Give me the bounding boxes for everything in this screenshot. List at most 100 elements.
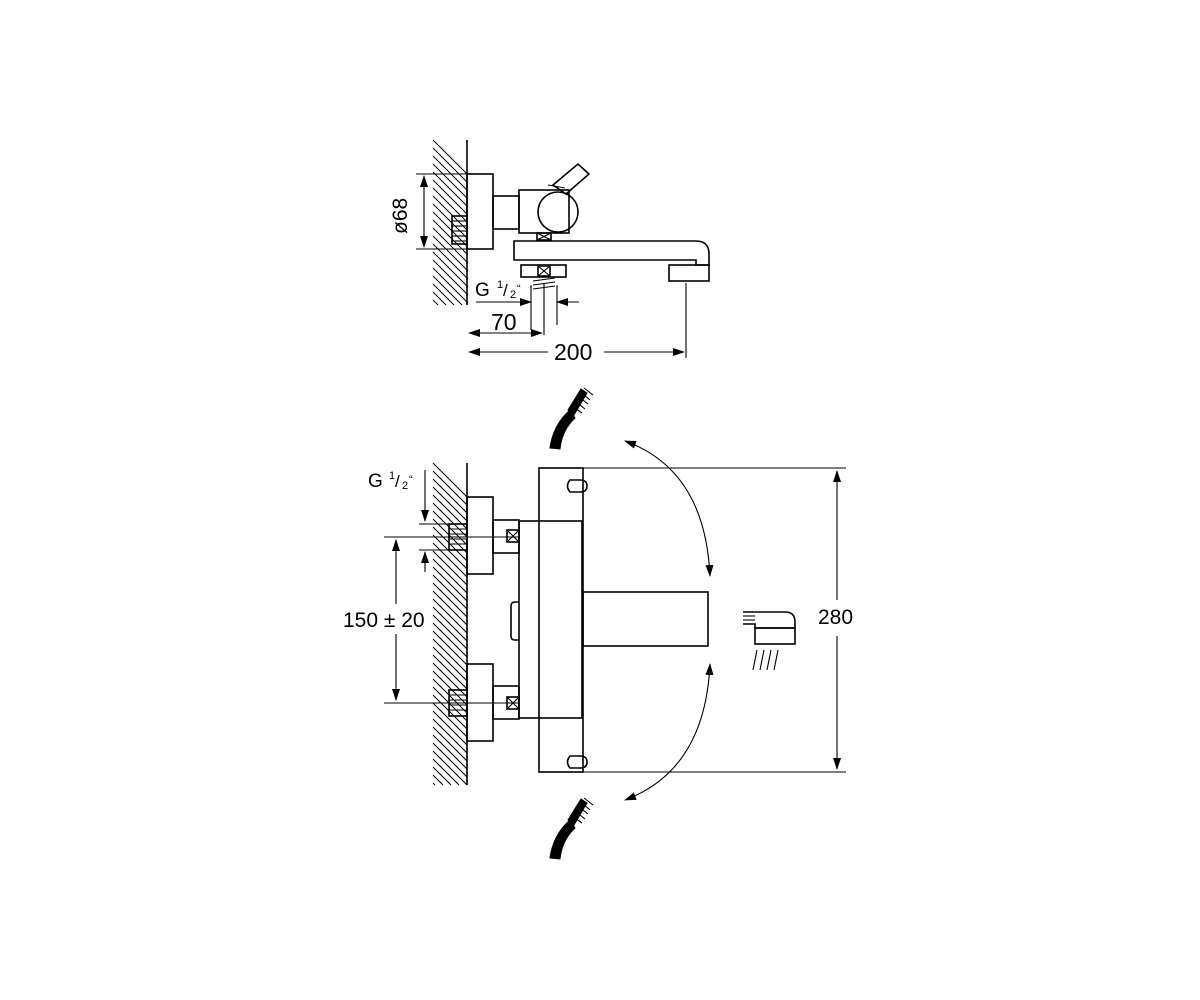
wall-hatch-line xyxy=(432,542,468,578)
wall-hatch-line xyxy=(432,590,468,626)
svg-text:G: G xyxy=(368,471,383,492)
wall-hatch-line xyxy=(432,646,468,682)
wall-hatch-line xyxy=(432,774,444,786)
wall-hatch-line xyxy=(432,235,468,271)
svg-text:2: 2 xyxy=(510,289,516,301)
wall-hatch-line xyxy=(432,558,468,594)
svg-text:“: “ xyxy=(517,283,521,295)
wall-hatch-line xyxy=(432,486,468,522)
side-connector-arm xyxy=(492,195,520,230)
wall-hatch-line xyxy=(432,598,468,634)
front-back-plate xyxy=(538,467,584,773)
wall-hatch-line xyxy=(432,171,468,207)
side-spout-outlet xyxy=(668,264,710,282)
svg-text:2: 2 xyxy=(402,480,408,492)
wall-hatch-line xyxy=(432,227,468,263)
wall-hatch-line xyxy=(432,259,468,295)
side-dimension-70: 70 xyxy=(468,283,558,337)
wall-hatch-line xyxy=(432,718,468,754)
wall-hatch-line xyxy=(432,219,468,255)
wall-hatch-line xyxy=(432,147,468,183)
wall-hatch-line xyxy=(432,163,468,199)
wall-hatch-line xyxy=(432,758,460,786)
wall-hatch-line xyxy=(432,726,468,762)
side-mixer-knob xyxy=(537,191,579,233)
diameter-label: ø68 xyxy=(389,198,412,234)
spout-flow-icon xyxy=(743,611,796,671)
front-upper-hook xyxy=(566,479,588,493)
svg-text:“: “ xyxy=(409,474,413,486)
wall-hatch-line xyxy=(432,155,468,191)
wall-hatch-line xyxy=(432,662,468,698)
wall-hatch-line xyxy=(432,275,463,306)
wall-hatch-line xyxy=(432,750,468,786)
svg-text:200: 200 xyxy=(554,339,592,365)
svg-text:280: 280 xyxy=(818,606,853,629)
wall-hatch-line xyxy=(432,195,468,231)
wall-hatch-line xyxy=(432,782,436,786)
wall-hatch-line xyxy=(432,734,468,770)
svg-text:70: 70 xyxy=(491,309,517,335)
lower-rotation-arrow xyxy=(624,663,714,801)
lower-hand-shower-icon xyxy=(549,797,594,860)
wall-hatch-line xyxy=(432,283,455,306)
front-mixer-body xyxy=(518,520,583,719)
front-wall xyxy=(432,462,468,786)
wall-hatch-line xyxy=(432,694,468,730)
wall-hatch-line xyxy=(432,267,468,303)
front-lower-hook xyxy=(566,755,588,769)
wall-hatch-line xyxy=(432,638,468,674)
wall-hatch-line xyxy=(432,462,468,498)
upper-rotation-arrow xyxy=(624,440,714,577)
front-dimension-280: 280 xyxy=(583,467,853,773)
wall-hatch-line xyxy=(432,179,468,215)
side-lever-handle xyxy=(547,162,591,196)
svg-text:1: 1 xyxy=(497,279,503,291)
wall-hatch-line xyxy=(432,766,452,786)
front-spout xyxy=(582,591,709,647)
side-threaded-connector xyxy=(451,215,468,245)
front-thread-label: G 1 / 2 “ xyxy=(368,470,449,572)
wall-hatch-line xyxy=(432,574,468,610)
wall-hatch-line xyxy=(432,742,468,778)
side-view: ø68 G 1 / 2 “ 70 200 xyxy=(389,139,710,365)
svg-text:1: 1 xyxy=(389,470,395,482)
wall-hatch-line xyxy=(432,203,468,239)
wall-hatch-line xyxy=(432,678,468,714)
wall-hatch-line xyxy=(432,670,468,706)
wall-hatch-line xyxy=(432,630,468,666)
wall-hatch-line xyxy=(432,291,447,306)
wall-hatch-line xyxy=(432,606,468,642)
side-spout xyxy=(513,240,710,266)
wall-hatch-line xyxy=(432,299,439,306)
front-side-knob xyxy=(510,601,519,641)
wall-hatch-line xyxy=(432,582,468,618)
wall-hatch-line xyxy=(432,211,468,247)
front-view: 280 150 ± 20 G 1 / 2 “ xyxy=(343,387,853,860)
wall-hatch-line xyxy=(432,534,468,570)
wall-hatch-line xyxy=(432,251,468,287)
svg-text:/: / xyxy=(395,472,400,491)
upper-hand-shower-icon xyxy=(549,387,594,450)
wall-hatch-line xyxy=(432,550,468,586)
wall-hatch-line xyxy=(432,710,468,746)
front-upper-connector xyxy=(448,496,520,575)
side-dimension-200: 200 xyxy=(468,283,687,365)
wall-hatch-line xyxy=(432,614,468,650)
wall-hatch-line xyxy=(432,478,468,514)
svg-text:150 ± 20: 150 ± 20 xyxy=(343,609,425,632)
front-dimension-spacing: 150 ± 20 xyxy=(343,536,519,704)
side-valve-box xyxy=(536,232,552,241)
side-thread-label: G 1 / 2 “ xyxy=(475,279,579,306)
wall-hatch-line xyxy=(432,622,468,658)
side-wall-flange xyxy=(466,173,494,250)
wall-hatch-line xyxy=(432,518,468,554)
wall-hatch-line xyxy=(432,139,468,175)
wall-hatch-line xyxy=(432,566,468,602)
side-diameter-dimension: ø68 xyxy=(389,173,467,250)
wall-hatch-line xyxy=(432,502,468,538)
side-wall xyxy=(432,139,468,306)
wall-hatch-line xyxy=(432,243,468,279)
svg-text:/: / xyxy=(503,281,508,300)
